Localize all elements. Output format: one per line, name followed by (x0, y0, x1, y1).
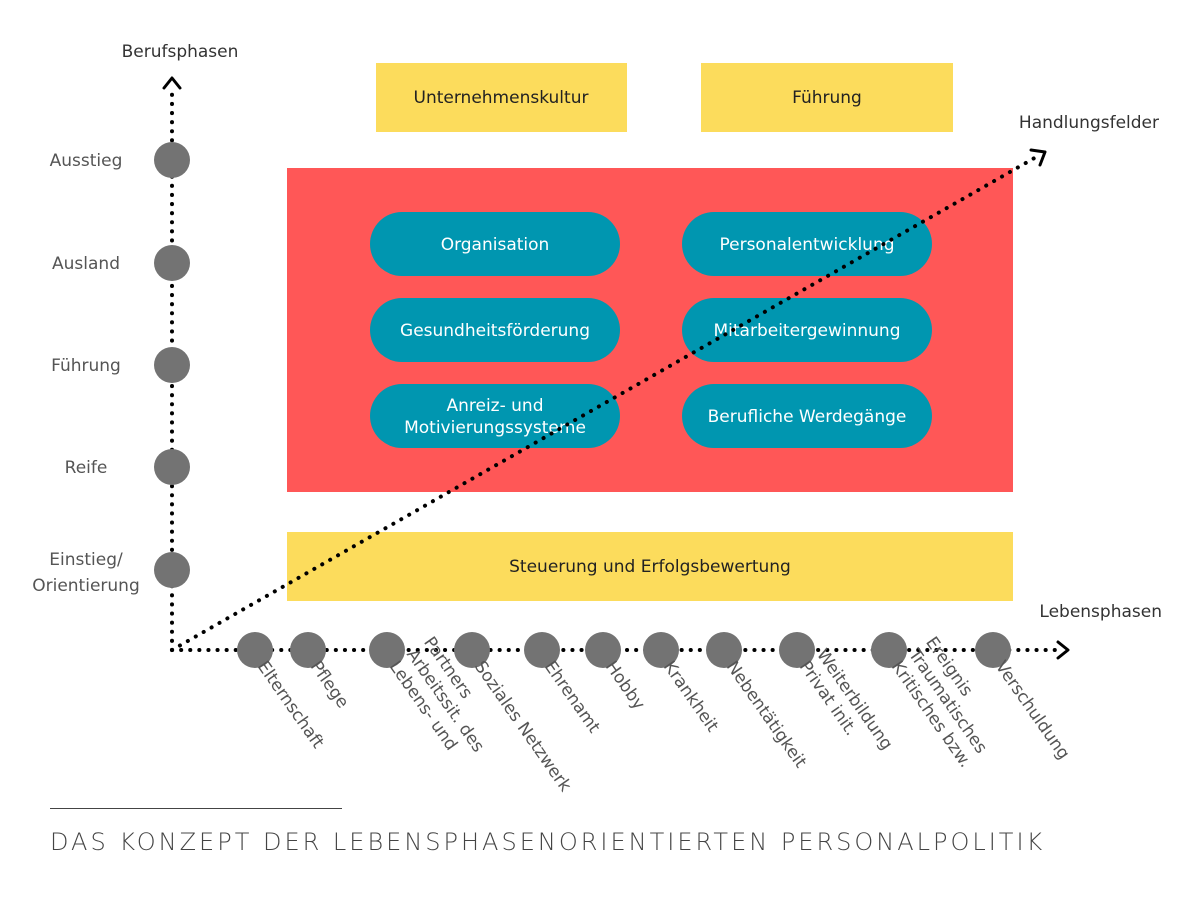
top-box-leadership: Führung (701, 63, 953, 132)
field-pill-label: Gesundheitsförderung (400, 321, 590, 341)
career-phase-dot (154, 347, 190, 383)
life-phase-dot (706, 632, 742, 668)
career-phase-dot (154, 449, 190, 485)
life-phase-dot (643, 632, 679, 668)
career-phase-dot (154, 245, 190, 281)
vertical-axis-arrow (162, 76, 182, 90)
life-phase-dot (454, 632, 490, 668)
life-phase-label: Ehrenamt (540, 657, 604, 737)
career-phase: Führung (51, 347, 190, 383)
life-phase-dot (975, 632, 1011, 668)
life-phase-dot (369, 632, 405, 668)
life-phase: Hobby (585, 632, 649, 714)
career-phase: Reife (65, 449, 190, 485)
career-phase: Ausland (52, 245, 190, 281)
career-phase-label: Ausstieg (50, 151, 123, 171)
career-phase-label: Führung (51, 356, 121, 376)
career-phase-label: Reife (65, 458, 108, 478)
life-phase-dot (524, 632, 560, 668)
life-phase-dot (585, 632, 621, 668)
footer-title: DAS KONZEPT DER LEBENSPHASENORIENTIERTEN… (50, 828, 1046, 856)
life-phase-dot (779, 632, 815, 668)
field-pill: Berufliche Werdegänge (682, 384, 932, 448)
career-phase: Ausstieg (50, 142, 190, 178)
career-phase-dot (154, 552, 190, 588)
horizontal-axis-arrow (1056, 640, 1070, 660)
field-pill: Personalentwicklung (682, 212, 932, 276)
life-phase-label: Krankheit (659, 657, 722, 736)
diagonal-axis-title: Handlungsfelder (1019, 113, 1159, 133)
diagonal-axis-arrow (1029, 148, 1047, 167)
career-phase-label: Ausland (52, 254, 120, 274)
bottom-box-controlling: Steuerung und Erfolgsbewertung (287, 532, 1013, 601)
field-pills: Organisation PersonalentwicklungGesundhei… (370, 212, 932, 448)
horizontal-axis-title: Lebensphasen (1039, 602, 1162, 622)
bottom-box-controlling-label: Steuerung und Erfolgsbewertung (509, 557, 791, 577)
field-pill: Gesundheitsförderung (370, 298, 620, 362)
field-pill-label: Organisation (441, 235, 550, 255)
field-pill: Mitarbeitergewinnung (682, 298, 932, 362)
footer-rule (50, 808, 342, 809)
field-pill-label: Mitarbeitergewinnung (713, 321, 900, 341)
career-phases: AusstiegAuslandFührungReifeEinstieg/Orie… (32, 142, 190, 596)
field-pill-label: Berufliche Werdegänge (708, 407, 907, 427)
career-phase-label: Einstieg/Orientierung (32, 550, 140, 596)
top-box-culture: Unternehmenskultur (376, 63, 627, 132)
top-box-culture-label: Unternehmenskultur (414, 88, 589, 108)
life-phase-label: Hobby (601, 657, 649, 713)
life-phase-dot (237, 632, 273, 668)
life-phase-dot (290, 632, 326, 668)
life-phase-label: Nebentätigkeit (722, 657, 811, 772)
career-phase: Einstieg/Orientierung (32, 550, 190, 596)
top-box-leadership-label: Führung (792, 88, 862, 108)
vertical-axis-title: Berufsphasen (122, 42, 239, 62)
field-pill: Organisation (370, 212, 620, 276)
life-phase-label: Verschuldung (991, 657, 1074, 763)
career-phase-dot (154, 142, 190, 178)
field-pill-label: Personalentwicklung (719, 235, 894, 255)
life-phase-label: Pflege (306, 657, 353, 712)
life-phase-dot (871, 632, 907, 668)
